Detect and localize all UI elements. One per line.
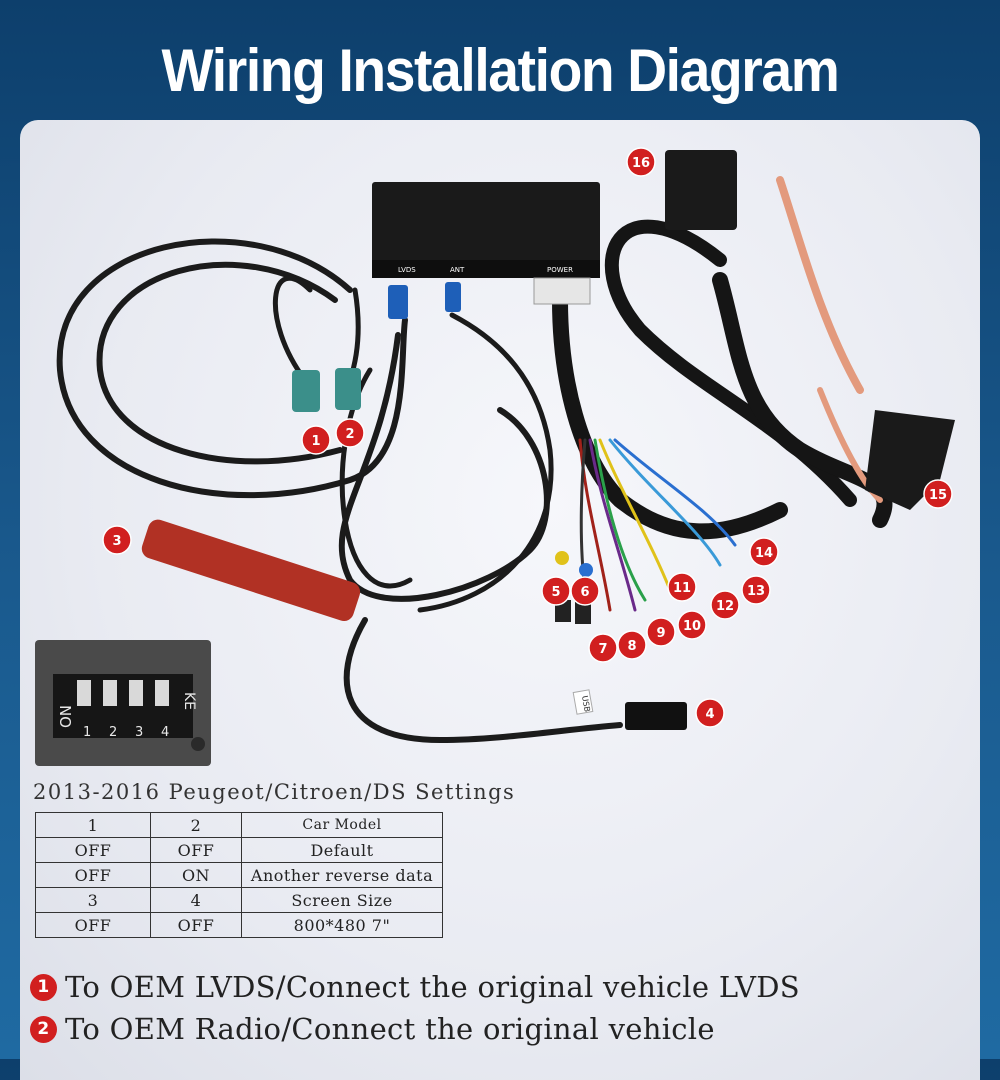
lvds-connector bbox=[388, 285, 408, 319]
dip-number-3: 3 bbox=[135, 725, 143, 740]
dip-switch-photo: ON 1 2 3 4 KE bbox=[35, 640, 211, 766]
dip-ke-label: KE bbox=[181, 692, 197, 710]
badge-7: 7 bbox=[588, 633, 618, 663]
cables bbox=[56, 238, 623, 744]
settings-cell: 4 bbox=[150, 887, 242, 913]
badge-label: 4 bbox=[705, 707, 714, 722]
badge-label: 10 bbox=[683, 619, 701, 634]
note-2-text: To OEM Radio/Connect the original vehicl… bbox=[65, 1012, 715, 1046]
badge-label: 9 bbox=[656, 626, 665, 641]
badge-label: 1 bbox=[311, 434, 320, 449]
badge-12: 12 bbox=[710, 590, 740, 620]
settings-cell: OFF bbox=[150, 837, 242, 863]
ant-label: ANT bbox=[450, 266, 465, 274]
badge-16: 16 bbox=[626, 147, 656, 177]
settings-cell: OFF bbox=[35, 862, 151, 888]
badge-label: 14 bbox=[755, 546, 773, 561]
badge-15: 15 bbox=[923, 479, 953, 509]
settings-cell: 800*480 7" bbox=[241, 912, 443, 938]
settings-cell: Default bbox=[241, 837, 443, 863]
badge-10: 10 bbox=[677, 610, 707, 640]
oem-connector-16 bbox=[665, 150, 737, 230]
settings-cell: OFF bbox=[35, 912, 151, 938]
dip-number-1: 1 bbox=[83, 725, 91, 740]
ant-connector bbox=[445, 282, 461, 312]
badge-2: 2 bbox=[335, 418, 365, 448]
badge-label: 3 bbox=[112, 534, 121, 549]
badge-label: 12 bbox=[716, 599, 734, 614]
badge-6: 6 bbox=[570, 576, 600, 606]
badge-label: 8 bbox=[627, 639, 636, 654]
fakra-connector-1 bbox=[292, 370, 320, 412]
main-module: LVDS ANT POWER bbox=[372, 182, 600, 278]
settings-cell: 1 bbox=[35, 812, 151, 838]
badge-8: 8 bbox=[617, 630, 647, 660]
badge-3: 3 bbox=[102, 525, 132, 555]
settings-cell: OFF bbox=[35, 837, 151, 863]
settings-cell: Another reverse data bbox=[241, 862, 443, 888]
settings-cell: Car Model bbox=[241, 812, 443, 838]
note-2-number: 2 bbox=[30, 1015, 57, 1043]
badge-label: 5 bbox=[551, 585, 560, 600]
badge-label: 11 bbox=[673, 581, 691, 596]
badge-14: 14 bbox=[749, 537, 779, 567]
note-1-number: 1 bbox=[30, 973, 57, 1001]
badge-1: 1 bbox=[301, 425, 331, 455]
rca-jack-blue bbox=[579, 563, 593, 577]
badge-4: 4 bbox=[695, 698, 725, 728]
badge-13: 13 bbox=[741, 575, 771, 605]
settings-cell: Screen Size bbox=[241, 887, 443, 913]
usb-tag: USB bbox=[580, 695, 592, 713]
badge-9: 9 bbox=[646, 617, 676, 647]
badge-label: 6 bbox=[580, 585, 589, 600]
badge-label: 16 bbox=[632, 156, 650, 171]
badge-11: 11 bbox=[667, 572, 697, 602]
badge-label: 13 bbox=[747, 584, 765, 599]
fakra-connector-2 bbox=[335, 368, 361, 410]
dip-number-4: 4 bbox=[161, 725, 169, 740]
dip-on-label: ON bbox=[57, 705, 75, 728]
note-1: 1 To OEM LVDS/Connect the original vehic… bbox=[30, 970, 800, 1004]
lvds-label: LVDS bbox=[398, 266, 416, 274]
settings-cell: 3 bbox=[35, 887, 151, 913]
braided-harness bbox=[552, 219, 893, 540]
gps-antenna bbox=[141, 519, 361, 622]
colored-wires bbox=[578, 176, 883, 612]
badge-label: 2 bbox=[345, 427, 354, 442]
usb-connector bbox=[625, 702, 687, 730]
settings-cell: ON bbox=[150, 862, 242, 888]
power-label: POWER bbox=[547, 266, 573, 274]
note-2: 2 To OEM Radio/Connect the original vehi… bbox=[30, 1012, 715, 1046]
settings-cell: OFF bbox=[150, 912, 242, 938]
badge-5: 5 bbox=[541, 576, 571, 606]
settings-cell: 2 bbox=[150, 812, 242, 838]
rca-jack-yellow bbox=[555, 551, 569, 565]
badge-label: 7 bbox=[598, 642, 607, 657]
badge-label: 15 bbox=[929, 488, 947, 503]
page-title: Wiring Installation Diagram bbox=[161, 37, 840, 104]
settings-title: 2013-2016 Peugeot/Citroen/DS Settings bbox=[33, 780, 516, 804]
note-1-text: To OEM LVDS/Connect the original vehicle… bbox=[65, 970, 800, 1004]
dip-number-2: 2 bbox=[109, 725, 117, 740]
power-plug bbox=[533, 277, 591, 305]
